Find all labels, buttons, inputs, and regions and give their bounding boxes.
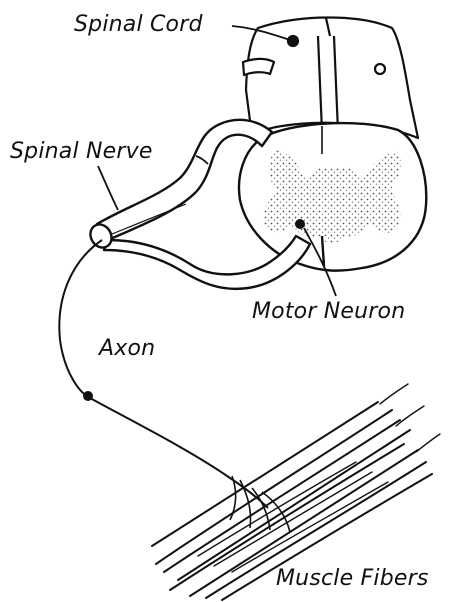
label-spinal-cord: Spinal Cord	[74, 14, 203, 36]
leader-spinal-nerve	[98, 166, 118, 210]
spinal-cord-top-face	[246, 18, 418, 139]
label-motor-neuron: Motor Neuron	[252, 301, 405, 323]
label-muscle-fibers: Muscle Fibers	[276, 568, 429, 590]
label-spinal-nerve: Spinal Nerve	[10, 141, 153, 163]
rootlet-stub	[243, 59, 274, 75]
spinal-cord-cross-section	[239, 123, 426, 271]
motor-neuron-soma	[295, 219, 305, 229]
spinal-cord-segment	[243, 18, 418, 139]
axon-node	[83, 391, 93, 401]
top-dot	[288, 36, 298, 46]
label-axon: Axon	[99, 338, 155, 360]
